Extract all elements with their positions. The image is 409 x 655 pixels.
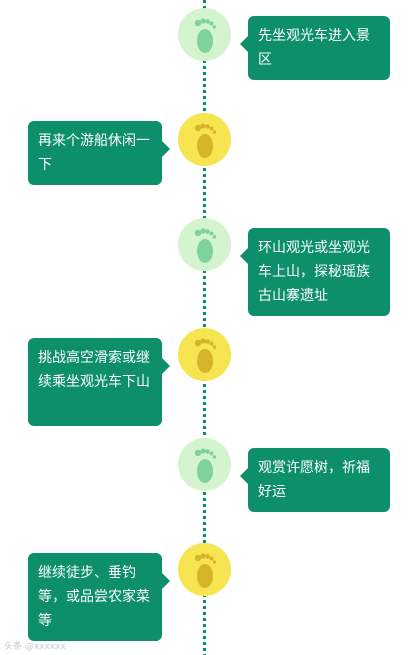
- step-6-bubble: 继续徒步、垂钓等，或品尝农家菜等: [28, 553, 170, 641]
- footprint-icon: [194, 17, 216, 53]
- step-3-marker: [178, 218, 231, 271]
- step-1-text: 先坐观光车进入景区: [258, 28, 370, 68]
- step-1-bubble: 先坐观光车进入景区: [240, 16, 390, 80]
- step-4-text: 挑战高空滑索或继续乘坐观光车下山: [38, 350, 150, 390]
- footprint-icon: [194, 227, 216, 263]
- step-4-marker: [178, 328, 231, 381]
- timeline-dotted-line: [203, 0, 206, 655]
- step-4-bubble: 挑战高空滑索或继续乘坐观光车下山: [28, 338, 170, 426]
- step-5-bubble: 观赏许愿树，祈福好运: [240, 448, 390, 512]
- footprint-icon: [194, 447, 216, 483]
- step-3-bubble: 环山观光或坐观光车上山，探秘瑶族古山寨遗址: [240, 228, 390, 316]
- step-2-text: 再来个游船休闲一下: [38, 133, 150, 173]
- step-1-marker: [178, 8, 231, 61]
- footprint-icon: [194, 337, 216, 373]
- watermark: 头条 @xxxxxx: [4, 642, 66, 652]
- step-5-text: 观赏许愿树，祈福好运: [258, 460, 370, 500]
- footprint-icon: [194, 552, 216, 588]
- step-5-marker: [178, 438, 231, 491]
- step-2-marker: [178, 113, 231, 166]
- step-6-text: 继续徒步、垂钓等，或品尝农家菜等: [38, 565, 150, 629]
- step-3-text: 环山观光或坐观光车上山，探秘瑶族古山寨遗址: [258, 240, 370, 304]
- step-2-bubble: 再来个游船休闲一下: [28, 121, 170, 185]
- step-6-marker: [178, 543, 231, 596]
- footprint-icon: [194, 122, 216, 158]
